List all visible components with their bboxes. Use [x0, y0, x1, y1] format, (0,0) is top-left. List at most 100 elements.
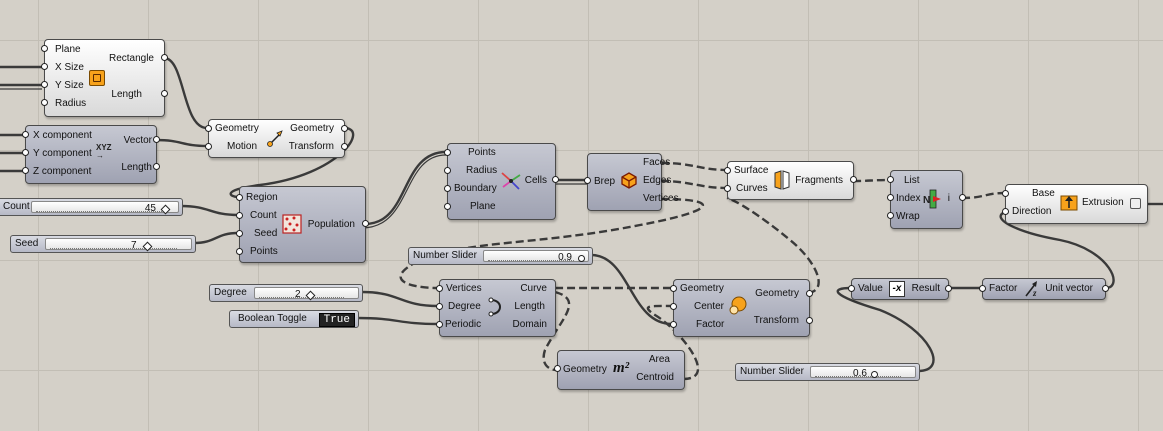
slider-value: 7 [131, 240, 137, 251]
unit-vector-component[interactable]: Factor z Unit vector [979, 278, 1109, 300]
number-slider[interactable]: Number Slider 0.6 [735, 363, 920, 381]
input-label: Radius [466, 165, 498, 176]
output-port[interactable] [959, 194, 966, 201]
input-port[interactable] [584, 177, 591, 184]
output-port[interactable] [153, 163, 160, 170]
output-port[interactable] [161, 90, 168, 97]
input-label: Value [858, 283, 883, 294]
output-label: Edges [643, 175, 672, 186]
input-port[interactable] [41, 99, 48, 106]
input-port[interactable] [205, 125, 212, 132]
input-port[interactable] [444, 185, 451, 192]
output-port[interactable] [341, 125, 348, 132]
area-component[interactable]: Geometry m² Area Centroid [554, 350, 685, 390]
number-slider[interactable]: Number Slider 0.9 [408, 247, 593, 265]
input-port[interactable] [1002, 208, 1009, 215]
input-label: X Size [55, 62, 84, 73]
input-port[interactable] [436, 321, 443, 328]
input-port[interactable] [887, 212, 894, 219]
vector-xyz-component[interactable]: X component Y component Z component XYZ→… [22, 125, 160, 184]
output-label: Domain [512, 319, 547, 330]
wire [155, 138, 208, 148]
wire [361, 154, 447, 229]
slider-knob[interactable] [160, 204, 171, 215]
input-port[interactable] [670, 285, 677, 292]
input-port[interactable] [887, 176, 894, 183]
input-port[interactable] [554, 365, 561, 372]
input-label: Center [694, 301, 725, 312]
input-port[interactable] [41, 45, 48, 52]
input-port[interactable] [22, 149, 29, 156]
scale-component[interactable]: Geometry Center Factor Geometry Transfor… [670, 279, 813, 337]
scale-icon [729, 296, 747, 315]
nurbs-curve-component[interactable]: Vertices Degree Periodic Curve Length Do… [436, 279, 556, 337]
input-port[interactable] [444, 167, 451, 174]
input-port[interactable] [236, 212, 243, 219]
list-item-component[interactable]: List Index Wrap N i [887, 170, 966, 229]
input-port[interactable] [1002, 190, 1009, 197]
extrusion-component[interactable]: Base Direction Extrusion [1002, 184, 1148, 224]
slider-track[interactable]: 45 [31, 201, 179, 215]
split-surface-component[interactable]: Surface Curves Fragments [724, 161, 857, 200]
input-port[interactable] [22, 131, 29, 138]
output-port[interactable] [806, 317, 813, 324]
slider-track[interactable]: 0.9 [483, 250, 589, 263]
boolean-toggle[interactable]: Boolean Toggle True [229, 310, 359, 328]
move-component[interactable]: Geometry Motion Geometry Transform [205, 119, 348, 158]
input-port[interactable] [979, 285, 986, 292]
input-port[interactable] [436, 285, 443, 292]
input-port[interactable] [22, 167, 29, 174]
input-port[interactable] [236, 230, 243, 237]
input-port[interactable] [41, 81, 48, 88]
output-port[interactable] [806, 290, 813, 297]
output-port[interactable] [552, 176, 559, 183]
count-slider[interactable]: Count 45 [0, 198, 183, 216]
input-port[interactable] [205, 143, 212, 150]
input-port[interactable] [887, 194, 894, 201]
degree-slider[interactable]: Degree 2 [209, 284, 363, 302]
output-port[interactable] [1102, 285, 1109, 292]
input-port[interactable] [436, 303, 443, 310]
populate-component[interactable]: Region Count Seed Points Population [236, 186, 369, 263]
seed-slider[interactable]: Seed 7 [10, 235, 196, 253]
slider-track[interactable]: 2 [254, 287, 359, 301]
output-port[interactable] [153, 136, 160, 143]
input-port[interactable] [41, 63, 48, 70]
output-port[interactable] [945, 285, 952, 292]
output-port[interactable] [362, 220, 369, 227]
input-label: Seed [254, 228, 278, 239]
input-port[interactable] [236, 248, 243, 255]
input-port[interactable] [724, 167, 731, 174]
slider-track[interactable]: 0.6 [810, 366, 916, 379]
deconstruct-brep-component[interactable]: Brep Faces Edges Vertices [584, 153, 679, 211]
slider-knob[interactable] [578, 255, 585, 262]
slider-knob[interactable] [305, 290, 316, 301]
toggle-value[interactable]: True [318, 313, 355, 327]
input-port[interactable] [670, 321, 677, 328]
input-label: Y component [33, 148, 92, 159]
input-label: Plane [55, 44, 81, 55]
output-label: Unit vector [1045, 283, 1093, 294]
input-port[interactable] [444, 203, 451, 210]
input-port[interactable] [236, 194, 243, 201]
wire [180, 204, 239, 217]
slider-knob[interactable] [142, 241, 153, 252]
rectangle-component[interactable]: Plane X Size Y Size Radius Rectangle Len… [41, 39, 168, 117]
input-port[interactable] [444, 149, 451, 156]
output-port[interactable] [161, 54, 168, 61]
input-label: Radius [55, 98, 87, 109]
input-port[interactable] [724, 185, 731, 192]
slider-value: 0.9 [558, 252, 572, 263]
slider-track[interactable]: 7 [45, 238, 192, 252]
voronoi-component[interactable]: Points Radius Boundary Plane Cells [444, 143, 559, 220]
output-port[interactable] [341, 143, 348, 150]
input-label: Z component [33, 166, 92, 177]
output-label: Transform [288, 141, 334, 152]
input-port[interactable] [670, 303, 677, 310]
input-port[interactable] [848, 285, 855, 292]
slider-knob[interactable] [871, 371, 878, 378]
negative-component[interactable]: Value -x Result [848, 278, 952, 300]
voronoi-icon [501, 172, 521, 190]
output-port[interactable] [850, 176, 857, 183]
